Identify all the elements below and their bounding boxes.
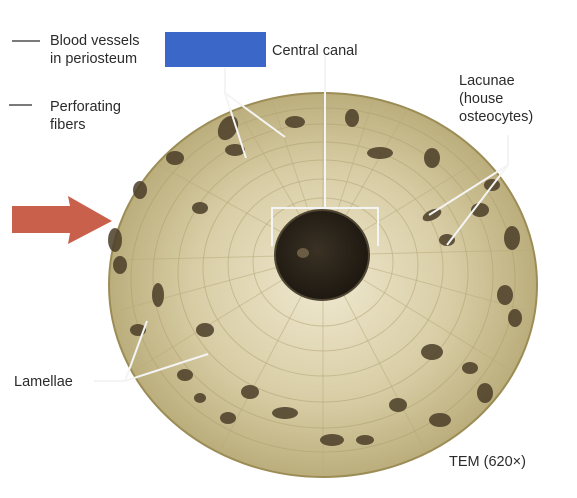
label-lacunae: Lacunae (house osteocytes) <box>459 72 533 126</box>
redaction-box <box>165 32 266 67</box>
label-ticks <box>9 40 40 106</box>
lacunae-line2: (house <box>459 91 504 107</box>
label-central-canal: Central canal <box>272 43 358 59</box>
perforating-arrow <box>12 196 112 244</box>
blood-vessels-line1: Blood vessels <box>50 33 140 49</box>
perforating-line2: fibers <box>50 117 86 133</box>
leader-lines <box>94 55 509 382</box>
central-canal <box>274 209 370 301</box>
lacunae <box>108 109 522 446</box>
blood-vessels-line2: in periosteum <box>50 51 138 67</box>
label-blood-vessels: Blood vessels in periosteum <box>50 32 139 68</box>
label-perforating-fibers: Perforating fibers <box>50 98 121 134</box>
lacunae-line1: Lacunae <box>459 73 515 89</box>
label-lamellae: Lamellae <box>14 374 73 390</box>
lacunae-line3: osteocytes) <box>459 109 534 125</box>
blood-cell-highlight <box>297 248 309 258</box>
perforating-line1: Perforating <box>50 99 121 115</box>
label-magnification: TEM (620×) <box>449 454 526 470</box>
